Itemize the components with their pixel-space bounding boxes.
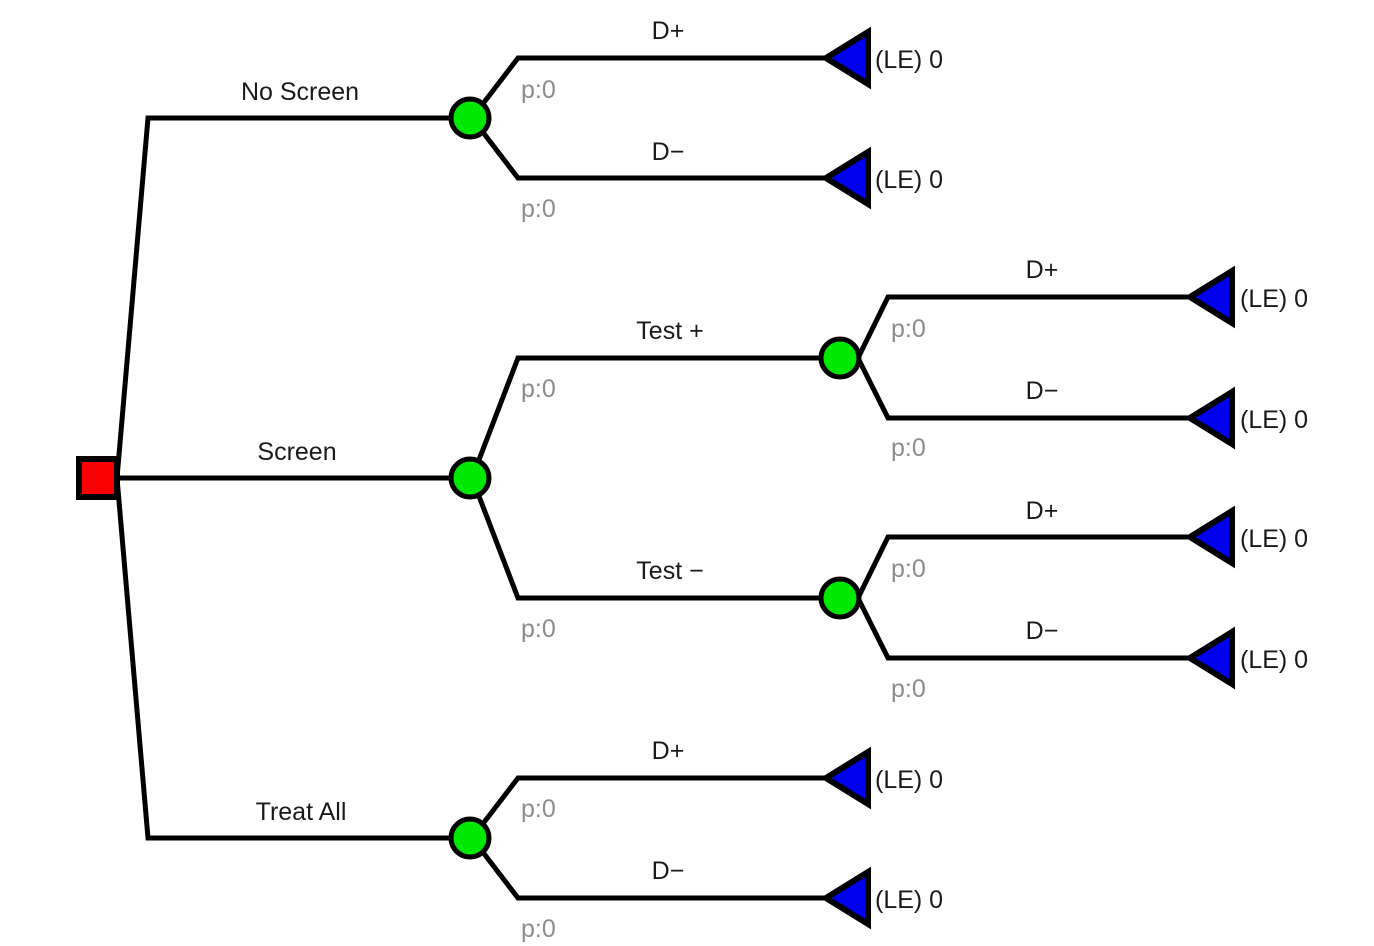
branch-line-no-screen[interactable] — [114, 115, 452, 479]
branch-label-treat-all: Treat All — [256, 798, 347, 826]
branch-line-test-pos-dpos[interactable] — [855, 294, 1210, 360]
chance-node-test-negative[interactable] — [818, 576, 862, 620]
prob-label-treat-all-dneg: p:0 — [521, 915, 556, 943]
prob-label-test-neg: p:0 — [521, 615, 556, 643]
branch-line-treat-all-dpos[interactable] — [470, 775, 845, 840]
branch-line-test-neg-dpos[interactable] — [855, 534, 1210, 600]
terminal-node-treat-all-dneg[interactable] — [820, 866, 871, 930]
chance-node-screen[interactable] — [448, 456, 492, 500]
root-decision-node[interactable] — [76, 456, 120, 500]
terminal-node-test-neg-dneg[interactable] — [1184, 626, 1235, 690]
prob-label-test-neg-dpos: p:0 — [891, 555, 926, 583]
branch-line-test-neg-dneg[interactable] — [855, 596, 1210, 661]
prob-label-treat-all-dpos: p:0 — [521, 795, 556, 823]
branch-label-test-neg-dneg: D− — [1026, 617, 1059, 645]
prob-label-test-pos-dpos: p:0 — [891, 315, 926, 343]
branch-line-screen-test-pos[interactable] — [469, 355, 822, 479]
payoff-label-test-neg-dneg: (LE) 0 — [1240, 646, 1308, 674]
chance-node-test-positive[interactable] — [818, 336, 862, 380]
payoff-label-test-pos-dpos: (LE) 0 — [1240, 285, 1308, 313]
prob-label-test-neg-dneg: p:0 — [891, 675, 926, 703]
branch-line-no-screen-dpos[interactable] — [470, 55, 845, 120]
branch-line-treat-all[interactable] — [114, 477, 452, 841]
branch-line-test-pos-dneg[interactable] — [855, 356, 1210, 421]
payoff-label-no-screen-dneg: (LE) 0 — [875, 166, 943, 194]
payoff-label-no-screen-dpos: (LE) 0 — [875, 46, 943, 74]
branch-label-no-screen: No Screen — [241, 78, 359, 106]
chance-node-treat-all[interactable] — [448, 816, 492, 860]
payoff-label-test-neg-dpos: (LE) 0 — [1240, 525, 1308, 553]
payoff-label-treat-all-dneg: (LE) 0 — [875, 886, 943, 914]
prob-label-test-pos: p:0 — [521, 375, 556, 403]
branch-label-treat-all-dpos: D+ — [652, 737, 685, 765]
terminal-node-no-screen-dneg[interactable] — [820, 146, 871, 210]
branch-label-screen: Screen — [257, 438, 336, 466]
prob-label-no-screen-dneg: p:0 — [521, 195, 556, 223]
branch-label-test-pos-dpos: D+ — [1026, 256, 1059, 284]
terminal-node-no-screen-dpos[interactable] — [820, 26, 871, 90]
branch-label-treat-all-dneg: D− — [652, 857, 685, 885]
branch-line-no-screen-dneg[interactable] — [470, 116, 845, 181]
payoff-label-test-pos-dneg: (LE) 0 — [1240, 406, 1308, 434]
prob-label-no-screen-dpos: p:0 — [521, 76, 556, 104]
branch-label-test-pos-dneg: D− — [1026, 377, 1059, 405]
terminal-node-test-pos-dneg[interactable] — [1184, 386, 1235, 450]
branch-label-test-pos: Test + — [636, 317, 703, 345]
chance-node-no-screen[interactable] — [448, 96, 492, 140]
branch-label-no-screen-dpos: D+ — [652, 17, 685, 45]
branch-label-no-screen-dneg: D− — [652, 138, 685, 166]
branch-line-screen-test-neg[interactable] — [469, 477, 822, 601]
terminal-node-test-neg-dpos[interactable] — [1184, 505, 1235, 569]
terminal-node-test-pos-dpos[interactable] — [1184, 265, 1235, 329]
payoff-label-treat-all-dpos: (LE) 0 — [875, 766, 943, 794]
branch-line-treat-all-dneg[interactable] — [470, 836, 845, 901]
terminal-node-treat-all-dpos[interactable] — [820, 746, 871, 810]
branch-label-test-neg-dpos: D+ — [1026, 497, 1059, 525]
branch-label-test-neg: Test − — [636, 557, 703, 585]
prob-label-test-pos-dneg: p:0 — [891, 434, 926, 462]
